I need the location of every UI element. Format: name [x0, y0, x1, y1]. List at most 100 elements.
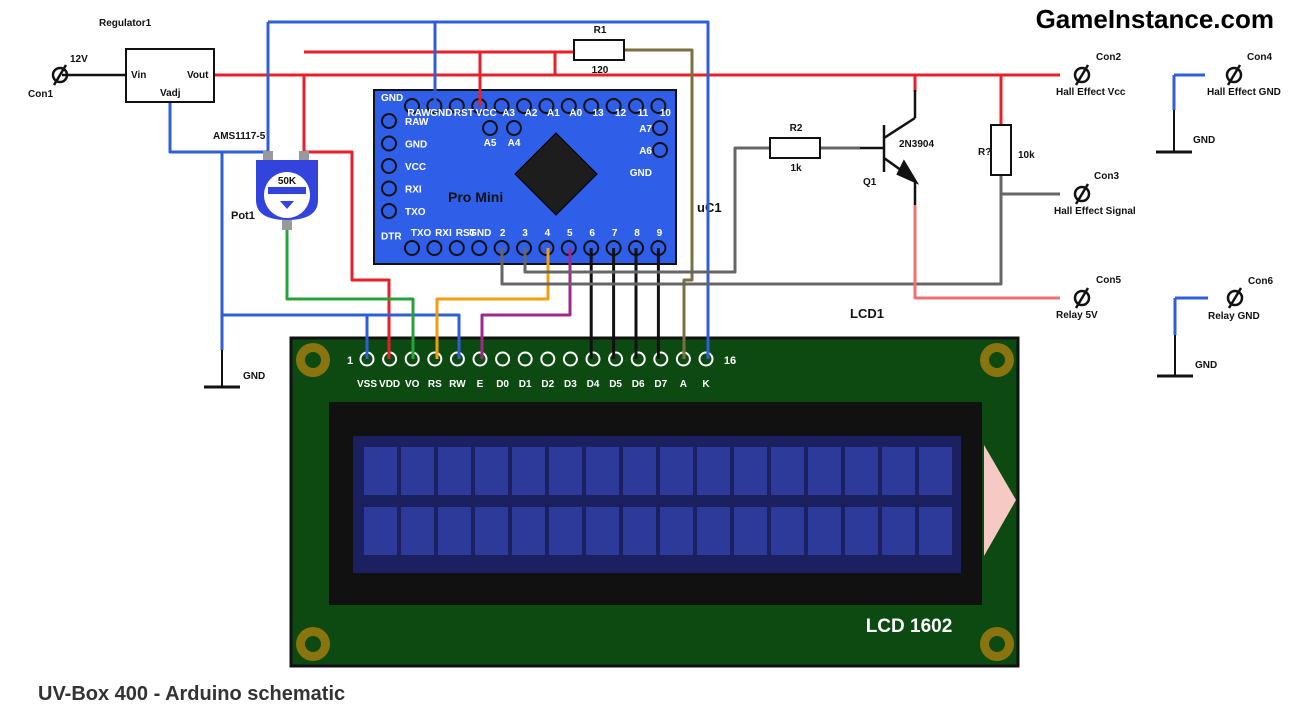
pro-mini-pin-label: A0	[569, 108, 582, 119]
connector-terminal	[51, 66, 69, 84]
lcd-pin-label: RS	[428, 379, 442, 390]
wire	[500, 175, 1003, 286]
lcd-pin-d4	[585, 351, 601, 367]
pro-mini-pin-label: VCC	[405, 162, 426, 173]
lcd-cell	[660, 507, 693, 555]
con2-label: Hall Effect Vcc	[1056, 87, 1126, 98]
connector-slash	[1227, 287, 1243, 309]
pro-mini-pin-label: 8	[634, 228, 640, 239]
pro-mini-pin-label: DTR	[381, 232, 402, 243]
transistor-q1	[860, 90, 920, 205]
pro-mini-pin-rst	[448, 240, 465, 256]
lcd-pin-d6	[630, 351, 646, 367]
pro-mini-pin-label: 5	[567, 228, 573, 239]
lcd-pin-k	[698, 351, 714, 367]
pro-mini-pin-13	[583, 98, 600, 114]
con2-name: Con2	[1096, 52, 1121, 63]
connector-slash	[1074, 183, 1090, 205]
lcd-cell	[586, 507, 619, 555]
con1-name: Con1	[28, 89, 53, 100]
pro-mini-pin-txo	[381, 203, 397, 219]
pro-mini-pin-label: RAW	[405, 117, 429, 128]
lcd-cell	[364, 507, 397, 555]
con4-label: Hall Effect GND	[1207, 87, 1281, 98]
regulator-vadj: Vadj	[160, 88, 181, 99]
con6-label: Relay GND	[1208, 311, 1260, 322]
lcd-character-cells	[364, 447, 952, 555]
lcd-cell	[771, 507, 804, 555]
connector-terminal	[1073, 185, 1091, 203]
lcd-pin-d7	[653, 351, 669, 367]
pro-mini-pin-label: A2	[525, 108, 538, 119]
r3-name: R?	[978, 147, 991, 158]
connector-slash	[1074, 64, 1090, 86]
lcd-cell	[623, 447, 656, 495]
lcd-pin-label: K	[702, 379, 710, 390]
lcd-cell	[771, 447, 804, 495]
lcd-pin-d5	[608, 351, 624, 367]
lcd-pin-label: VSS	[357, 379, 377, 390]
ground-symbols	[204, 110, 1193, 389]
lcd-pin-d3	[562, 351, 578, 367]
q1-name: Q1	[863, 177, 877, 188]
wire	[304, 150, 391, 359]
pro-mini-pin-a1	[538, 98, 555, 114]
pro-mini-pin-label: VCC	[476, 108, 497, 119]
lcd-cell	[586, 447, 619, 495]
lcd-mount-holes	[296, 343, 1014, 661]
connector-terminal	[1073, 66, 1091, 84]
pro-mini-pin-10	[650, 98, 667, 114]
pro-mini-pin-label: 4	[545, 228, 551, 239]
connector-slash	[1074, 287, 1090, 309]
lcd-cell	[549, 447, 582, 495]
wire	[168, 102, 268, 154]
pro-mini-pin-label: 9	[657, 228, 663, 239]
lcd-pin-label: VDD	[379, 379, 400, 390]
pro-mini-pin-label: TXO	[405, 207, 426, 218]
lcd-cell	[475, 447, 508, 495]
q1-part: 2N3904	[899, 139, 934, 150]
pro-mini-pin-gnd	[471, 240, 488, 256]
lcd-designator: LCD1	[850, 306, 884, 321]
r3-body	[990, 124, 1012, 176]
lcd-pin-rs	[427, 351, 443, 367]
pro-mini-pin-label: RXI	[405, 185, 422, 196]
pro-mini-pin-11	[628, 98, 644, 114]
pro-mini-pin-label: 13	[593, 108, 605, 119]
lcd-cell	[623, 507, 656, 555]
lcd-pin-d0	[495, 351, 511, 367]
lcd-cell	[438, 447, 471, 495]
pro-mini-pin-label: 10	[660, 108, 672, 119]
r3-value: 10k	[1018, 150, 1035, 161]
pro-mini-pin-a4	[506, 120, 522, 136]
wire	[913, 205, 1060, 300]
pro-mini-chip	[514, 132, 598, 216]
lcd-cell	[438, 507, 471, 555]
lcd-cell	[919, 447, 952, 495]
wire	[285, 228, 415, 359]
lcd-pin-first: 1	[347, 355, 353, 367]
pot-value: 50K	[278, 176, 297, 187]
connector-terminal	[1073, 289, 1091, 307]
lcd-pin-rw	[449, 351, 465, 367]
r2-value: 1k	[790, 163, 802, 174]
pro-mini-pin-label: GND	[405, 140, 427, 151]
lcd-pin-label: VO	[405, 379, 420, 390]
lcd-cell	[734, 507, 767, 555]
connector-terminal	[1225, 66, 1243, 84]
pro-mini-pin-a7	[652, 120, 668, 136]
lcd-pin-label: D2	[541, 379, 554, 390]
site-title: GameInstance.com	[1035, 4, 1274, 34]
pro-mini-pin-label: GND	[430, 108, 452, 119]
con1-label: 12V	[70, 54, 88, 65]
lcd-pin-label: D6	[632, 379, 645, 390]
potentiometer	[256, 151, 318, 230]
lcd-cell	[882, 447, 915, 495]
pro-mini-pin-a6	[652, 142, 668, 158]
con4-name: Con4	[1247, 52, 1272, 63]
con3-name: Con3	[1094, 171, 1119, 182]
wire	[480, 248, 572, 359]
lcd-cell	[919, 507, 952, 555]
pro-mini-pin-12	[605, 98, 622, 114]
